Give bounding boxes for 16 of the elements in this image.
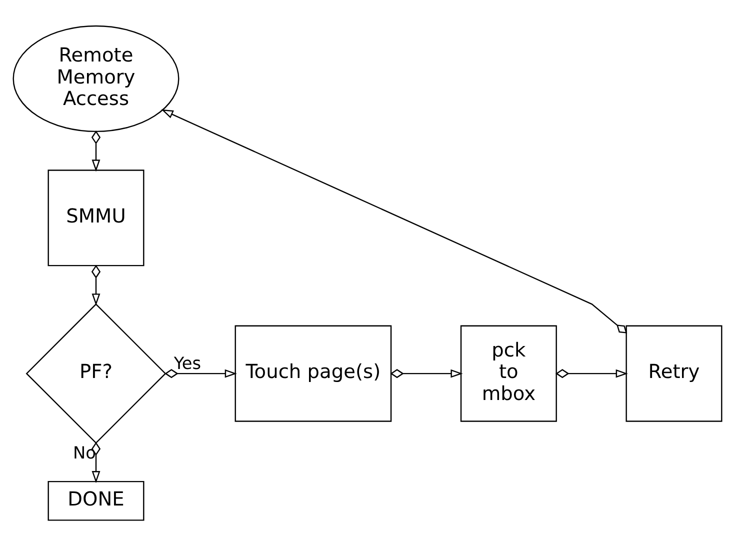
node-diamond: PF?	[26, 302, 166, 444]
edge-label: Yes	[174, 352, 202, 372]
arrow	[91, 130, 101, 172]
arrow	[91, 264, 101, 306]
arrow	[161, 108, 628, 333]
node-box: DONE	[48, 480, 144, 520]
edge-label: No	[73, 442, 96, 462]
arrow	[556, 368, 628, 378]
node-ellipse: Remote Memory Access	[12, 24, 180, 132]
node-box: Retry	[626, 324, 722, 422]
node-box: Touch page(s)	[234, 324, 392, 422]
arrow	[164, 368, 237, 378]
arrow	[390, 368, 463, 378]
node-box: pck to mbox	[460, 324, 557, 422]
node-box: SMMU	[48, 169, 144, 266]
arrow	[91, 441, 101, 483]
